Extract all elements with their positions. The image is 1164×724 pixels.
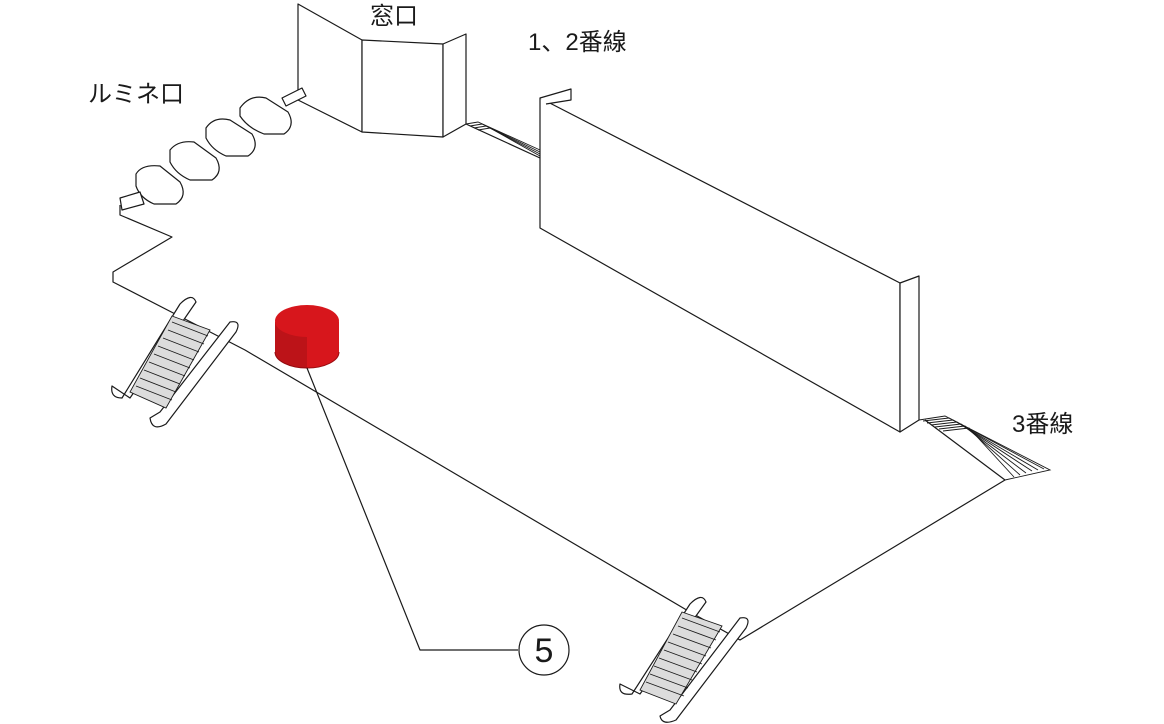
ticket-window-booth: [297, 3, 541, 159]
marker-leader-line: [306, 367, 518, 651]
marker-callout-circle: [518, 624, 570, 676]
platform-wall: [539, 88, 920, 433]
escalator-bottom: [619, 596, 749, 723]
stairs-platform-1-2: [465, 121, 541, 157]
marker-number: 5: [535, 632, 554, 670]
location-marker: [274, 305, 340, 369]
label-platform-1-2: 1、2番線: [528, 29, 627, 56]
label-lumine-gate: ルミネ口: [88, 81, 184, 108]
label-window: 窓口: [370, 3, 418, 30]
marker-top: [275, 305, 339, 337]
stairs-platform-3: [918, 415, 1052, 481]
escalator-left: [111, 296, 239, 428]
label-platform-3: 3番線: [1012, 411, 1073, 438]
lumine-ticket-gates: [119, 87, 307, 211]
